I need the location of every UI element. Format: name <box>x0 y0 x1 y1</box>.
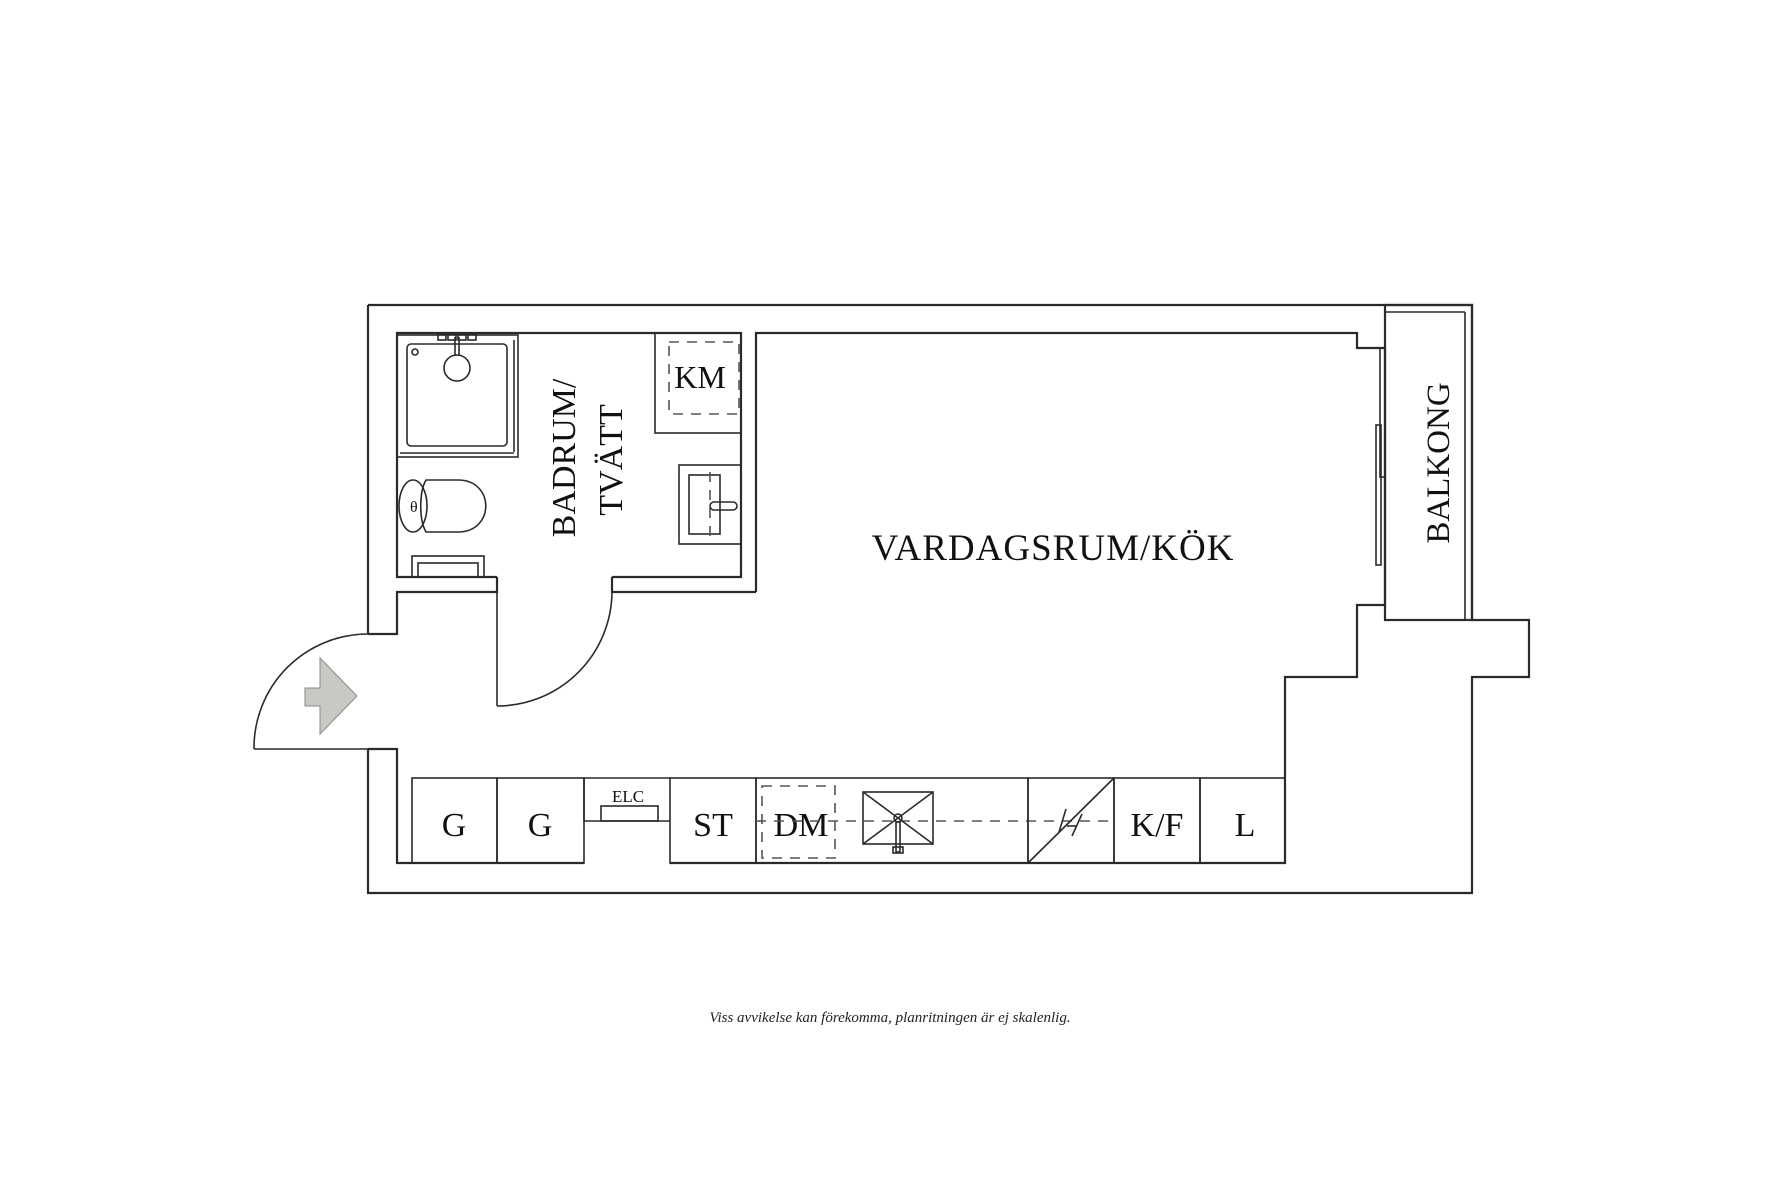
cabinet <box>1199 777 1286 864</box>
room-label-balcony: BALKONG <box>1421 382 1457 543</box>
balcony-door-panel <box>1379 347 1386 478</box>
washing-machine-label: KM <box>674 359 726 395</box>
wardrobe-2-label: G <box>528 807 553 844</box>
entry-door-swing <box>253 633 369 750</box>
electrical-panel-icon <box>600 805 659 822</box>
room-label-living-kitchen: VARDAGSRUM/KÖK <box>872 528 1235 569</box>
washing-machine: KM <box>654 332 742 434</box>
svg-text:θ: θ <box>410 499 418 516</box>
dishwasher-label: DM <box>774 807 829 844</box>
wardrobe-1-label: G <box>442 807 467 844</box>
bathroom-wall-lower-left <box>368 577 499 636</box>
room-label-laundry: TVÄTT <box>593 404 630 516</box>
kitchen-sink-icon <box>862 791 934 854</box>
living-room-wall <box>670 331 1387 865</box>
cabinet-label: L <box>1235 807 1256 844</box>
entry-arrow-icon <box>304 656 358 736</box>
break-line-icon <box>1027 777 1115 864</box>
electrical-panel-label: ELC <box>612 787 644 806</box>
outer-wall <box>366 303 1531 895</box>
bath-cabinet-icon <box>411 555 485 578</box>
bathroom-wall-lower-right <box>610 577 756 594</box>
balcony-door-panel <box>1375 424 1382 566</box>
bathroom-door-swing <box>496 591 613 707</box>
hall-wall <box>368 747 584 865</box>
dishwasher-outline <box>761 785 836 859</box>
shower-icon <box>396 333 519 458</box>
entry-door <box>253 633 369 750</box>
stove-label: ST <box>693 807 733 844</box>
fridge-freezer-label: K/F <box>1131 807 1184 844</box>
room-label-bathroom: BADRUM/ <box>546 378 583 537</box>
kitchen-counter: G G ELC ST DM K/F L <box>411 777 1286 864</box>
balcony: BALKONG <box>1383 303 1474 622</box>
bathroom: θ KM BADRUM/ TVÄTT <box>368 331 756 707</box>
toilet-icon: θ <box>398 479 487 533</box>
bathroom-sink-icon <box>678 464 742 545</box>
disclaimer-text: Viss avvikelse kan förekomma, planritnin… <box>709 1010 1071 1026</box>
